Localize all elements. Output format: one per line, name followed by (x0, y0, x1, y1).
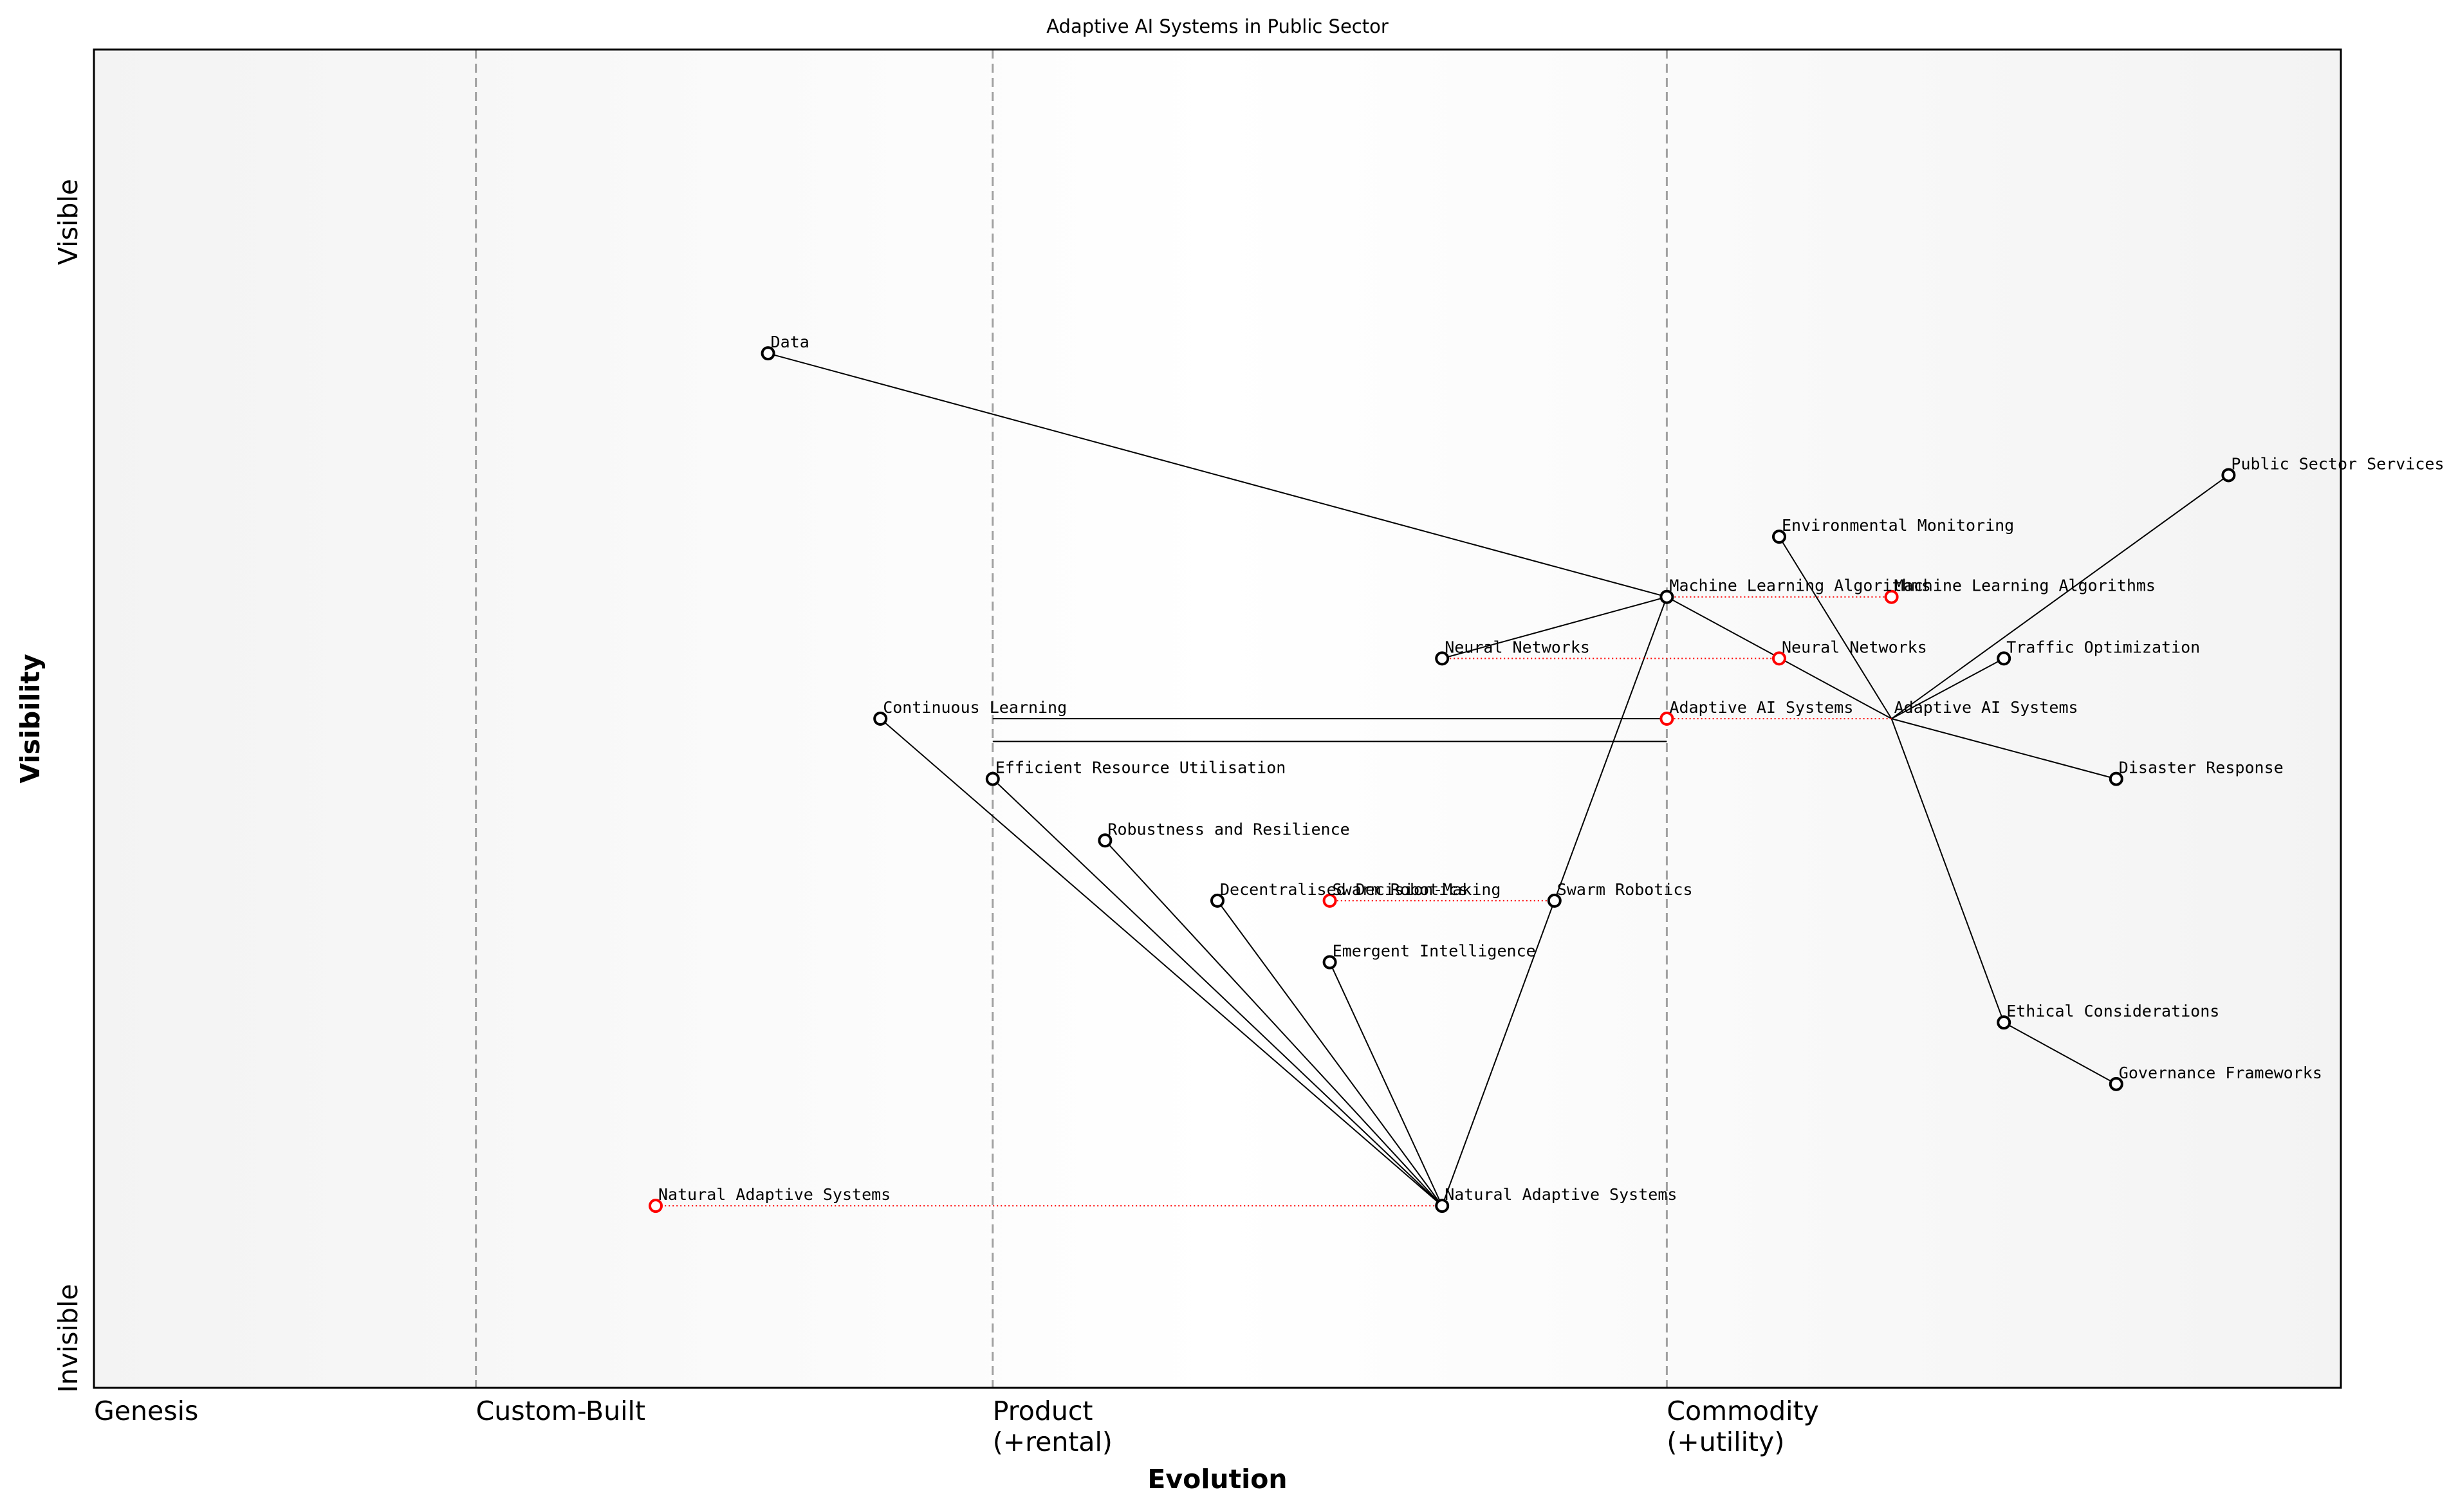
evolved-neural-networks-point[interactable] (1772, 651, 1786, 666)
governance-frameworks-label: Governance Frameworks (2119, 1064, 2322, 1082)
public-sector-services-point[interactable] (2221, 468, 2236, 483)
link-emergent-intelligence-to-natural-adaptive-systems (1329, 962, 1443, 1206)
stage-label-custom-built: Custom-Built (476, 1396, 645, 1426)
machine-learning-algorithms-label: Machine Learning Algorithms (1669, 576, 1930, 595)
disaster-response-label: Disaster Response (2119, 759, 2284, 777)
efficient-resource-utilisation-point[interactable] (985, 771, 1000, 786)
link-continuous-learning-to-natural-adaptive-systems (880, 718, 1443, 1206)
continuous-learning-point[interactable] (873, 712, 888, 726)
emergent-intelligence-label: Emergent Intelligence (1333, 942, 1536, 961)
link-decentralised-decision-making-to-natural-adaptive-systems (1217, 900, 1443, 1206)
visibility-top-label: Visible (53, 179, 84, 265)
link-swarm-robotics-to-natural-adaptive-systems (1441, 900, 1555, 1206)
decentralised-decision-making-label: Decentralised Decision-Making (1220, 880, 1501, 899)
ethical-considerations-point[interactable] (1997, 1015, 2011, 1030)
machine-learning-algorithms-point[interactable] (1659, 589, 1674, 604)
visibility-bottom-label: Invisible (53, 1284, 84, 1392)
link-robustness-and-resilience-to-natural-adaptive-systems (1104, 840, 1443, 1206)
data-point[interactable] (761, 346, 775, 361)
robustness-and-resilience-point[interactable] (1098, 833, 1113, 848)
evolved-natural-adaptive-systems-point[interactable] (649, 1199, 663, 1213)
evolution-stage-labels: Genesis Custom-Built Product(+rental) Commo… (94, 1396, 1819, 1457)
evolution-links (656, 596, 1892, 1207)
stage-label-genesis: Genesis (94, 1396, 198, 1426)
swarm-robotics-label: Swarm Robotics (1557, 880, 1693, 899)
disaster-response-point[interactable] (2109, 771, 2123, 786)
link-neural-networks-to-machine-learning-algorithms (1441, 596, 1667, 659)
traffic-optimization-point[interactable] (1997, 651, 2011, 666)
evolved-natural-adaptive-systems-label: Natural Adaptive Systems (658, 1185, 891, 1204)
evolved-neural-networks-label: Neural Networks (1782, 638, 1927, 656)
dependency-links (768, 353, 2229, 1206)
plot-frame (93, 48, 2342, 1389)
adaptive-ai-systems-label: Adaptive AI Systems (1894, 698, 2078, 717)
y-axis-title: Visibility (15, 654, 46, 783)
emergent-intelligence-point[interactable] (1322, 955, 1337, 970)
swarm-robotics-point[interactable] (1547, 893, 1562, 908)
link-data-to-machine-learning-algorithms (768, 353, 1667, 598)
natural-adaptive-systems-point[interactable] (1435, 1199, 1450, 1213)
link-traffic-optimization-to-adaptive-ai-systems (1891, 658, 2004, 719)
evolved-machine-learning-algorithms-label: Machine Learning Algorithms (1894, 576, 2156, 595)
stage-label-commodity: Commodity(+utility) (1667, 1396, 1818, 1457)
decentralised-decision-making-point[interactable] (1210, 893, 1224, 908)
evolved-swarm-robotics-label: Swarm Robotics (1333, 880, 1468, 899)
evolved-adaptive-ai-systems-label: Adaptive AI Systems (1669, 698, 1853, 717)
continuous-learning-label: Continuous Learning (883, 698, 1067, 717)
robustness-and-resilience-label: Robustness and Resilience (1107, 820, 1349, 838)
x-axis-title: Evolution (1147, 1464, 1287, 1495)
link-public-sector-services-to-adaptive-ai-systems (1891, 474, 2229, 719)
evolved-adaptive-ai-systems-point[interactable] (1659, 712, 1674, 726)
neural-networks-label: Neural Networks (1445, 638, 1590, 656)
environmental-monitoring-label: Environmental Monitoring (1782, 516, 2014, 535)
traffic-optimization-label: Traffic Optimization (2006, 638, 2200, 656)
link-disaster-response-to-adaptive-ai-systems (1891, 718, 2117, 780)
environmental-monitoring-point[interactable] (1772, 530, 1786, 544)
ethical-considerations-label: Ethical Considerations (2006, 1002, 2219, 1020)
public-sector-services-label: Public Sector Services (2231, 454, 2444, 473)
link-efficient-resource-utilisation-to-natural-adaptive-systems (992, 778, 1443, 1206)
evolved-machine-learning-algorithms-point[interactable] (1884, 589, 1899, 604)
natural-adaptive-systems-label: Natural Adaptive Systems (1445, 1185, 1677, 1204)
data-label: Data (771, 333, 809, 351)
evolved-swarm-robotics-point[interactable] (1322, 893, 1337, 908)
link-ethical-considerations-to-adaptive-ai-systems (1890, 718, 2005, 1023)
link-environmental-monitoring-to-adaptive-ai-systems (1779, 536, 1892, 719)
governance-frameworks-point[interactable] (2109, 1076, 2123, 1091)
stage-label-product: Product(+rental) (993, 1396, 1113, 1457)
neural-networks-point[interactable] (1435, 651, 1450, 666)
link-swarm-robotics-to-machine-learning-algorithms (1553, 596, 1668, 901)
chart-title: Adaptive AI Systems in Public Sector (1046, 15, 1389, 37)
link-ethical-considerations-to-governance-frameworks (2003, 1022, 2117, 1085)
efficient-resource-utilisation-label: Efficient Resource Utilisation (995, 759, 1286, 777)
